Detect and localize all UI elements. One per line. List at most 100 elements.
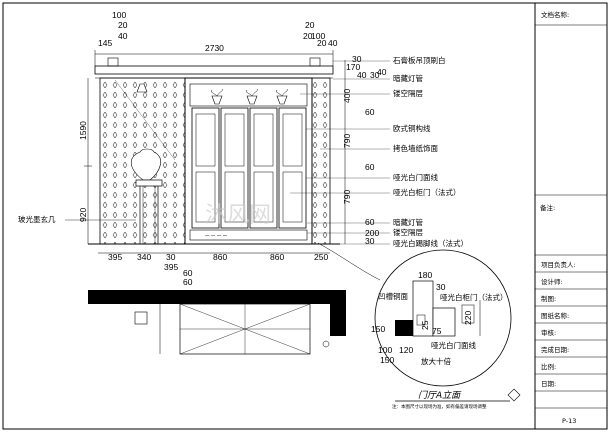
elevation-view: ⌒ ⌒ ⌒ ⌒ — [88, 57, 340, 245]
annotation-left: 玻光墨玄几 — [18, 214, 56, 224]
svg-text:790: 790 — [342, 190, 352, 204]
detail-label-groove: 凹槽铜面 — [378, 291, 408, 301]
svg-text:790: 790 — [342, 134, 352, 148]
svg-text:哑光白柜门（法式）: 哑光白柜门（法式） — [393, 187, 461, 197]
svg-text:拷色墙纸饰面: 拷色墙纸饰面 — [393, 143, 438, 153]
svg-text:40: 40 — [377, 67, 387, 77]
plan-wall-right — [330, 290, 346, 336]
svg-text:75: 75 — [432, 326, 442, 336]
cabinet-open-shelf-top — [189, 83, 308, 107]
dims-right: 30 170 40 30 40 400 60 790 60 790 60 200… — [342, 54, 387, 246]
cabinet-open-shelf-bottom — [189, 229, 308, 241]
svg-text:2730: 2730 — [205, 43, 224, 53]
drawing-subtitle: 注：本图尺寸以现场为准，如有偏差请现场调整 — [392, 403, 487, 410]
svg-text:400: 400 — [342, 89, 352, 103]
detail-label-scale: 放大十倍 — [421, 356, 451, 366]
svg-text:145: 145 — [98, 38, 112, 48]
console-table — [131, 148, 163, 244]
svg-text:250: 250 — [314, 252, 328, 262]
cabinet-doors — [191, 107, 307, 229]
svg-text:20: 20 — [305, 20, 315, 30]
svg-text:120: 120 — [399, 345, 413, 355]
svg-text:暗藏灯管: 暗藏灯管 — [393, 217, 423, 227]
field-drafter: 制图: — [541, 294, 556, 303]
detail-callout: 180 30 75 150 100 120 150 220 25 75 凹槽铜面… — [317, 242, 512, 387]
notes-label: 备注: — [540, 203, 555, 212]
field-drawing-name: 图纸名称: — [541, 311, 569, 320]
drawing-title-block: 门厅A立面 注：本图尺寸以现场为准，如有偏差请现场调整 — [392, 388, 521, 410]
plan-wall-top — [88, 290, 346, 304]
svg-text:30: 30 — [436, 282, 446, 292]
title-block: 文档名称: 备注: 项目负责人: 设计师: 制图: 图纸名称: 审核: 完成日期… — [535, 10, 607, 425]
svg-text:395: 395 — [108, 252, 122, 262]
svg-text:25: 25 — [420, 320, 430, 330]
svg-text:30: 30 — [352, 54, 362, 64]
svg-text:60: 60 — [183, 277, 193, 287]
sheet-number: P-13 — [562, 417, 576, 425]
svg-text:20: 20 — [317, 38, 327, 48]
flower-arrangement-icon — [131, 148, 161, 181]
field-designer: 设计师: — [541, 277, 563, 286]
ceiling-cornice — [94, 65, 334, 75]
svg-text:100: 100 — [112, 10, 126, 20]
svg-text:150: 150 — [380, 355, 394, 365]
svg-text:860: 860 — [270, 252, 284, 262]
svg-text:20: 20 — [303, 31, 313, 41]
field-reviewer: 审核: — [541, 328, 556, 337]
svg-text:170: 170 — [346, 62, 360, 72]
dimension-lines — [84, 50, 346, 254]
svg-text:镂空隔层: 镂空隔层 — [393, 88, 423, 98]
wallpaper-panel-right — [311, 77, 331, 245]
svg-text:860: 860 — [213, 252, 227, 262]
svg-text:60: 60 — [365, 107, 375, 117]
watermark: 沐风网 — [205, 203, 271, 228]
detail-circle — [374, 249, 512, 387]
field-project-lead: 项目负责人: — [541, 260, 576, 269]
svg-text:75: 75 — [403, 326, 413, 336]
svg-text:欧式铜构线: 欧式铜构线 — [393, 123, 431, 133]
svg-text:60: 60 — [365, 217, 375, 227]
svg-text:100: 100 — [378, 345, 392, 355]
svg-text:30: 30 — [166, 252, 176, 262]
svg-text:⌒ ⌒ ⌒ ⌒: ⌒ ⌒ ⌒ ⌒ — [205, 235, 228, 241]
annotations-right: 石膏板吊顶刷白 暗藏灯管 镂空隔层 欧式铜构线 拷色墙纸饰面 哑光白门面线 哑光… — [290, 55, 468, 248]
svg-text:40: 40 — [357, 70, 367, 80]
svg-text:哑光白门面线: 哑光白门面线 — [393, 172, 438, 182]
plan-view — [88, 290, 346, 355]
svg-text:220: 220 — [463, 311, 473, 325]
svg-text:340: 340 — [137, 252, 151, 262]
svg-text:石膏板吊顶刷白: 石膏板吊顶刷白 — [393, 55, 446, 65]
dims-bottom: 395 340 30 395 860 860 250 60 60 — [108, 252, 328, 287]
detail-label-door: 哑光白柜门（法式） — [440, 292, 508, 302]
field-date: 日期: — [541, 380, 556, 388]
dims-top: 100 20 40 145 20 20 100 20 40 2730 — [98, 10, 338, 53]
dims-left: 1590 920 玻光墨玄几 — [18, 121, 136, 224]
plan-console-table — [134, 311, 148, 325]
svg-text:60: 60 — [365, 162, 375, 172]
vase-icons — [211, 88, 288, 105]
svg-text:40: 40 — [118, 31, 128, 41]
svg-text:60: 60 — [183, 268, 193, 278]
svg-text:暗藏灯管: 暗藏灯管 — [393, 73, 423, 83]
north-arrow-icon — [507, 388, 521, 402]
drawing-title: 门厅A立面 — [418, 390, 462, 401]
svg-text:920: 920 — [78, 208, 88, 222]
svg-text:哑光白踢脚线（法式）: 哑光白踢脚线（法式） — [393, 238, 468, 248]
svg-text:100: 100 — [311, 31, 325, 41]
title-block-header: 文档名称: — [541, 10, 569, 19]
svg-text:395: 395 — [164, 262, 178, 272]
wall-lamp-icon — [136, 83, 148, 93]
svg-text:30: 30 — [365, 236, 375, 246]
svg-text:1590: 1590 — [78, 121, 88, 140]
field-completion-date: 完成日期: — [541, 345, 569, 354]
svg-text:30: 30 — [370, 70, 380, 80]
svg-text:180: 180 — [418, 270, 432, 280]
svg-text:镂空隔层: 镂空隔层 — [393, 227, 423, 237]
svg-text:40: 40 — [328, 38, 338, 48]
field-scale: 比例: — [541, 362, 556, 371]
svg-text:150: 150 — [371, 324, 385, 334]
svg-text:20: 20 — [118, 20, 128, 30]
